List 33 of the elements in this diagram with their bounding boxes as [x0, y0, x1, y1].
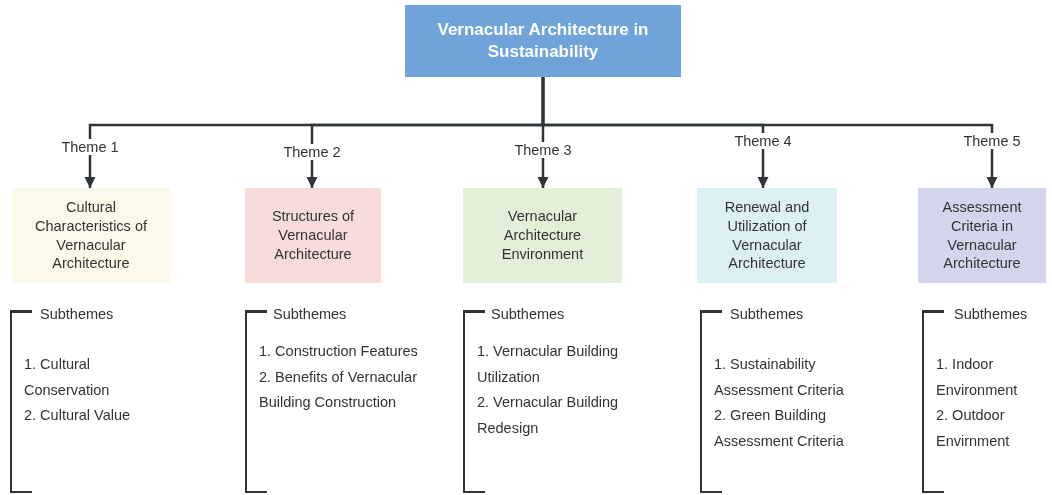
subtheme-item: 2. Vernacular Building Redesign: [477, 393, 620, 438]
title-box: [405, 5, 681, 77]
theme-box: [918, 188, 1046, 283]
edge-label: Theme 5: [961, 133, 1023, 149]
theme-box: [697, 188, 837, 283]
subthemes-heading: Subthemes: [954, 306, 1028, 322]
box-text: Cultural Characteristics of Vernacular Architecture: [34, 197, 148, 274]
theme-box: [245, 188, 381, 283]
box-text: Assessment Criteria in Vernacular Architecture: [941, 197, 1023, 274]
subtheme-item: 2. Benefits of Vernacular Building Construction: [259, 367, 418, 412]
subtheme-item: 1. Construction Features: [259, 342, 419, 361]
subtheme-item: 2. Outdoor Envirnment: [936, 406, 1011, 451]
edge-label: Theme 4: [732, 133, 794, 149]
subthemes-heading: Subthemes: [273, 306, 347, 322]
subtheme-item: 1. Cultural Conservation: [24, 355, 111, 400]
arrow: [541, 77, 998, 188]
box-text: Vernacular Architecture Environment: [500, 207, 585, 264]
theme-box: [12, 188, 170, 283]
subthemes-heading: Subthemes: [491, 306, 565, 322]
box-text: Renewal and Utilization of Vernacular Architecture: [723, 197, 811, 274]
edge-label: Theme 2: [281, 144, 343, 160]
theme-box: [463, 188, 622, 283]
subtheme-item: 2. Cultural Value: [24, 406, 132, 425]
subthemes-heading: Subthemes: [40, 306, 114, 322]
subthemes-heading: Subthemes: [730, 306, 804, 322]
edge-label: Theme 1: [59, 139, 121, 155]
subtheme-item: 1. Vernacular Building Utilization: [477, 342, 620, 387]
subtheme-item: 2. Green Building Assessment Criteria: [714, 406, 845, 451]
edge-label: Theme 3: [512, 142, 574, 158]
subtheme-item: 1. Indoor Environment: [936, 355, 1019, 400]
subtheme-item: 1. Sustainability Assessment Criteria: [714, 355, 845, 400]
box-text: Structures of Vernacular Architecture: [270, 207, 356, 264]
box-text: Vernacular Architecture in Sustainability: [436, 18, 650, 63]
